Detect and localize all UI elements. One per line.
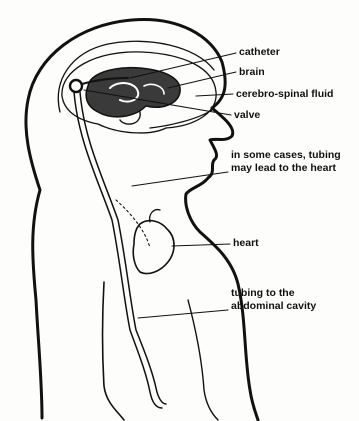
- label-brain: brain: [239, 66, 265, 79]
- label-catheter: catheter: [239, 46, 280, 59]
- label-valve: valve: [234, 109, 260, 122]
- leader-tubing-heart: [132, 172, 228, 186]
- shunt-tubing-right: [80, 92, 166, 404]
- leader-catheter: [130, 53, 236, 78]
- valve-icon: [70, 80, 82, 92]
- leader-csf: [196, 94, 233, 96]
- shunt-tubing-left: [74, 92, 162, 408]
- label-cerebro-spinal-fluid: cerebro-spinal fluid: [236, 88, 333, 101]
- leader-heart: [172, 244, 230, 246]
- label-tubing-to-abdominal-cavity: tubing to the abdominal cavity: [231, 287, 331, 313]
- label-heart: heart: [233, 237, 259, 250]
- heart-icon: [133, 221, 174, 274]
- label-tubing-to-heart: in some cases, tubing may lead to the he…: [231, 149, 351, 175]
- arm-inner-line: [188, 300, 218, 420]
- leader-abdominal: [138, 310, 228, 318]
- arm-outline: [103, 282, 125, 420]
